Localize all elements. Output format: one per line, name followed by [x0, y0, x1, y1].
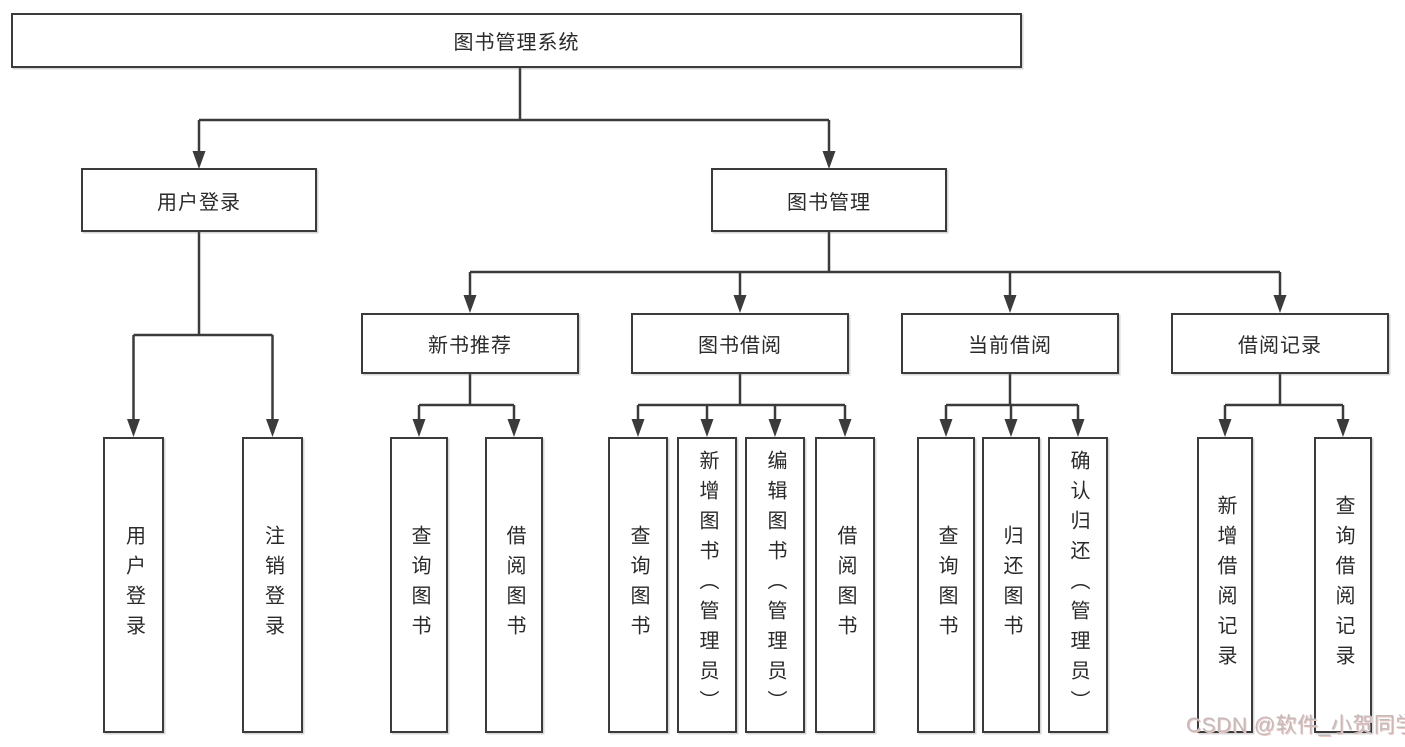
node-return-book: 归还图书 [982, 437, 1040, 733]
node-borrow-books-borrowing: 借阅图书 [815, 437, 875, 733]
node-user-login: 用户登录 [81, 168, 317, 232]
node-current-borrowing: 当前借阅 [901, 313, 1119, 374]
node-add-borrow-record-label: 新增借阅记录 [1214, 495, 1236, 675]
node-book-borrowing: 图书借阅 [631, 313, 849, 374]
node-edit-book-admin: 编辑图书（管理员） [745, 437, 805, 733]
node-query-books-recommend: 查询图书 [390, 437, 448, 733]
node-library-system: 图书管理系统 [11, 13, 1022, 68]
node-return-book-label: 归还图书 [1000, 525, 1022, 645]
node-new-book-recommendation-label: 新书推荐 [428, 335, 512, 357]
node-query-books-current: 查询图书 [917, 437, 975, 733]
node-add-book-admin-label: 新增图书（管理员） [696, 450, 718, 720]
node-logout-action-label: 注销登录 [261, 525, 284, 645]
node-add-book-admin: 新增图书（管理员） [677, 437, 737, 733]
node-book-borrowing-label: 图书借阅 [698, 335, 782, 357]
node-query-borrow-record: 查询借阅记录 [1314, 437, 1372, 733]
node-query-borrow-record-label: 查询借阅记录 [1332, 495, 1354, 675]
node-confirm-return-admin-label: 确认归还（管理员） [1067, 450, 1089, 720]
node-book-management-label: 图书管理 [787, 191, 871, 214]
node-borrow-books-recommend: 借阅图书 [485, 437, 543, 733]
node-borrowing-records-label: 借阅记录 [1238, 335, 1322, 357]
node-current-borrowing-label: 当前借阅 [968, 335, 1052, 357]
watermark: CSDN @软件_小贺同学 [1186, 714, 1405, 737]
node-logout-action: 注销登录 [242, 437, 303, 733]
node-user-login-label: 用户登录 [157, 191, 241, 214]
node-new-book-recommendation: 新书推荐 [361, 313, 579, 374]
node-borrowing-records: 借阅记录 [1171, 313, 1389, 374]
node-user-login-action-label: 用户登录 [122, 525, 145, 645]
node-query-books-current-label: 查询图书 [935, 525, 957, 645]
node-confirm-return-admin: 确认归还（管理员） [1048, 437, 1108, 733]
node-query-books-borrowing-label: 查询图书 [627, 525, 649, 645]
node-query-books-recommend-label: 查询图书 [408, 525, 430, 645]
node-add-borrow-record: 新增借阅记录 [1197, 437, 1253, 733]
node-book-management: 图书管理 [711, 168, 947, 232]
node-library-system-label: 图书管理系统 [453, 32, 580, 54]
node-borrow-books-borrowing-label: 借阅图书 [834, 525, 856, 645]
node-edit-book-admin-label: 编辑图书（管理员） [764, 450, 786, 720]
node-borrow-books-recommend-label: 借阅图书 [503, 525, 525, 645]
arrowheads [127, 151, 1350, 437]
node-query-books-borrowing: 查询图书 [608, 437, 668, 733]
node-user-login-action: 用户登录 [103, 437, 164, 733]
